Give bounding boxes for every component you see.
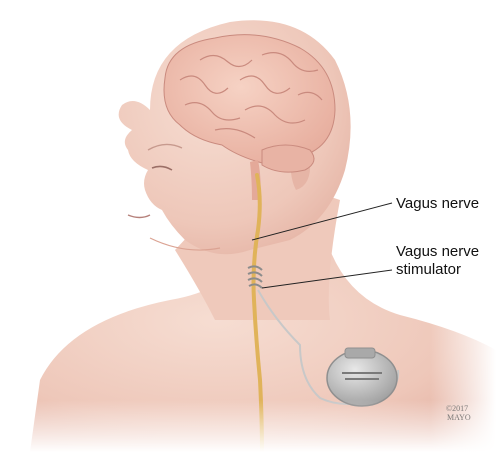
cerebellum [262, 145, 314, 172]
copyright-org: MAYO [447, 413, 471, 422]
generator-header [345, 348, 375, 358]
label-stimulator-line1: Vagus nerve [396, 243, 479, 260]
label-stimulator-line2: stimulator [396, 261, 461, 278]
mouth [128, 215, 150, 218]
fade-bottom [0, 400, 496, 452]
copyright-year: ©2017 [446, 404, 468, 413]
label-vagus-nerve: Vagus nerve [396, 195, 479, 212]
